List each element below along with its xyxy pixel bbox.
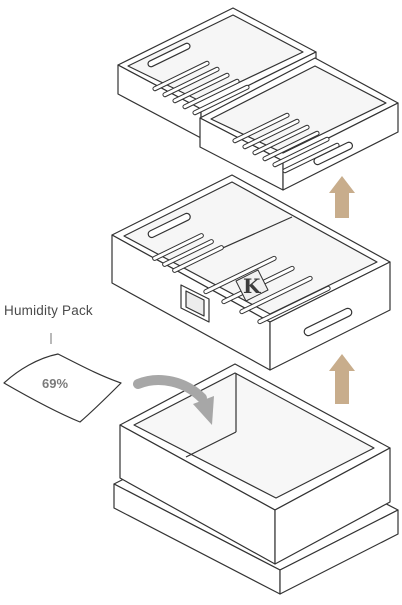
top-tray-right [199, 57, 399, 191]
middle-tray: K [111, 174, 391, 371]
arrow-up-icon [329, 354, 355, 404]
humidity-percent: 69% [42, 376, 68, 391]
arrow-up-icon [329, 176, 355, 218]
humidity-pack: 69% [3, 333, 122, 423]
logo-letter: K [243, 274, 261, 298]
bottom-box [113, 363, 399, 595]
humidity-pack-label: Humidity Pack [4, 303, 93, 318]
curved-arrow-icon [133, 375, 214, 425]
logo-icon: K [235, 269, 269, 302]
